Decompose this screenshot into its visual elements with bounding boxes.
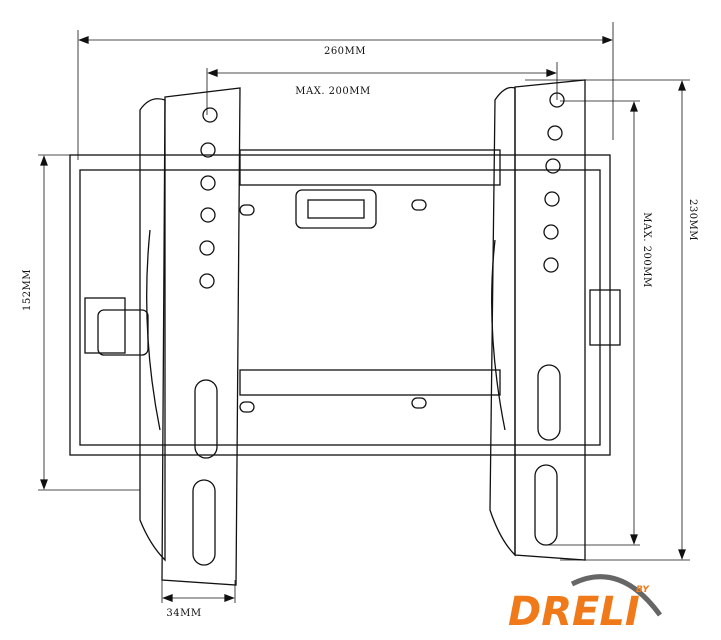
overall-height-label: 230MM: [687, 199, 698, 241]
overall-width-label: 260MM: [324, 46, 366, 57]
dimension-plate-height: 152MM: [22, 154, 140, 491]
logo-brand-text: DRELI: [508, 589, 640, 635]
plate-height-label: 152MM: [22, 269, 33, 311]
logo-prefix-text: BY: [636, 585, 650, 595]
hole-height-label: MAX. 200MM: [641, 212, 652, 288]
dimension-hole-width: MAX. 200MM: [206, 62, 558, 115]
arm-width-label: 34MM: [166, 608, 201, 619]
dimension-overall-height: 230MM: [525, 79, 698, 561]
dimension-hole-height: MAX. 200MM: [545, 100, 652, 546]
left-arm: [139, 87, 241, 586]
hole-width-label: MAX. 200MM: [295, 86, 371, 97]
right-arm: [489, 79, 586, 561]
dimension-arm-width: 34MM: [161, 580, 236, 619]
brand-logo: DRELI BY: [508, 574, 663, 635]
dimension-overall-width: 260MM: [77, 22, 614, 160]
